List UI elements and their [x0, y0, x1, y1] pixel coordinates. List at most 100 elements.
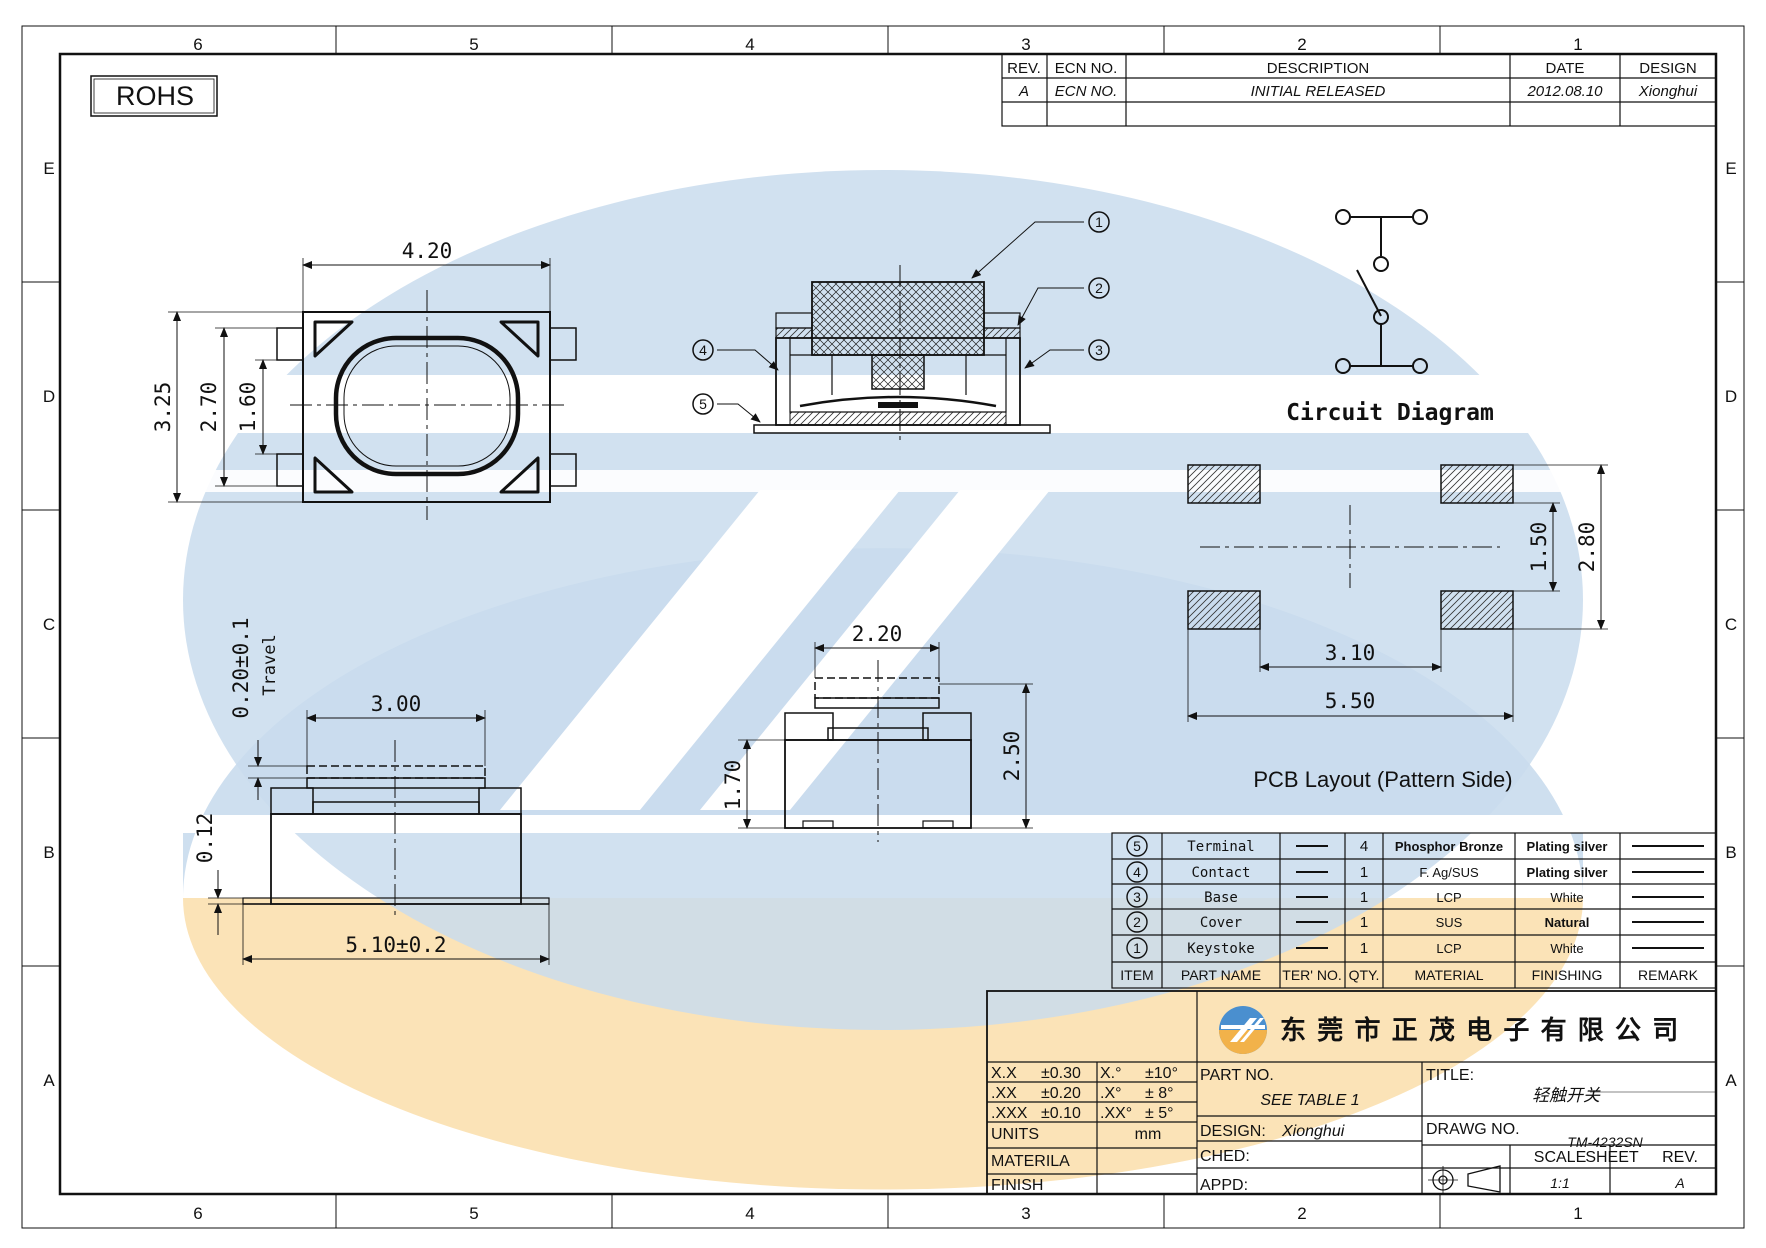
bom-material: SUS: [1436, 915, 1463, 930]
company-logo: [1219, 1006, 1267, 1054]
tol-2-key: .XX: [991, 1085, 1017, 1102]
dim-width-4-20: 4.20: [402, 239, 453, 263]
tol-1-val: ±0.30: [1041, 1065, 1081, 1082]
bom-header: QTY.: [1349, 967, 1380, 983]
bom-item-circle: [1126, 911, 1148, 933]
part-no-label: PART NO.: [1200, 1067, 1274, 1084]
drawing-no-label: DRAWG NO.: [1426, 1121, 1520, 1138]
zone-label-left: C: [43, 615, 55, 634]
zone-label-top: 5: [469, 35, 478, 54]
bom-item-circle: [1126, 886, 1148, 908]
center-side-dims: 2.20 1.70 2.50: [721, 622, 1024, 810]
zone-label-left: A: [43, 1071, 55, 1090]
dim-height-3-25: 3.25: [151, 382, 175, 433]
bom-material: LCP: [1436, 941, 1461, 956]
revision-table: [1001, 53, 1717, 127]
bom-material: LCP: [1436, 890, 1461, 905]
drawing-frame: [21, 25, 1745, 1229]
zone-label-bottom: 4: [745, 1204, 754, 1223]
callout-1: 1: [1095, 214, 1103, 230]
callout-2: 2: [1095, 280, 1103, 296]
dim-3-00: 3.00: [371, 692, 422, 716]
zone-label-top: 1: [1573, 35, 1582, 54]
tol-2-angle-val: ± 8°: [1145, 1085, 1174, 1102]
bom-part-name: Contact: [1191, 865, 1250, 881]
left-side-view: [208, 710, 550, 965]
dim-pcb-1-50: 1.50: [1527, 522, 1551, 573]
company-name: 东 莞 市 正 茂 电 子 有 限 公 司: [1280, 1015, 1680, 1045]
bom-item: 5: [1133, 838, 1141, 854]
dim-height-1-60: 1.60: [236, 382, 260, 433]
dim-pcb-3-10: 3.10: [1325, 641, 1376, 665]
bom-qty: 1: [1360, 889, 1368, 906]
description-value: INITIAL RELEASED: [1251, 83, 1386, 100]
units-label: UNITS: [991, 1126, 1039, 1143]
bom-qty: 4: [1360, 838, 1368, 855]
tol-2-angle-key: .X°: [1100, 1085, 1122, 1102]
bom-header: ITEM: [1120, 967, 1153, 983]
tol-1-angle-key: X.°: [1100, 1065, 1122, 1082]
zone-label-top: 2: [1297, 35, 1306, 54]
rev-value: A: [1018, 83, 1029, 100]
ecn-value: ECN NO.: [1055, 83, 1118, 100]
bom-qty: 1: [1360, 914, 1368, 931]
bom-table: [1111, 832, 1717, 989]
dim-travel: 0.20±0.1: [229, 617, 253, 718]
dim-1-70: 1.70: [721, 760, 745, 811]
dim-2-20: 2.20: [852, 622, 903, 646]
tol-3-angle-key: .XX°: [1100, 1105, 1132, 1122]
rev-header: REV.: [1007, 60, 1041, 77]
tol-2-val: ±0.20: [1041, 1085, 1081, 1102]
approved-label: APPD:: [1200, 1177, 1248, 1194]
design-value: Xionghui: [1281, 1123, 1345, 1140]
bom-header: MATERIAL: [1415, 967, 1484, 983]
part-no-value: SEE TABLE 1: [1260, 1092, 1359, 1109]
bom-item-circle: [1126, 937, 1148, 959]
zone-label-right: C: [1725, 615, 1737, 634]
zone-label-right: B: [1725, 843, 1736, 862]
bom-header: TER' NO.: [1282, 967, 1341, 983]
zone-label-bottom: 1: [1573, 1204, 1582, 1223]
bom-finishing: Natural: [1545, 915, 1590, 930]
callout-5: 5: [699, 396, 707, 412]
zone-label-left: D: [43, 387, 55, 406]
bom-part-name: Keystoke: [1187, 941, 1254, 957]
material-label: MATERILA: [991, 1153, 1070, 1170]
tol-3-val: ±0.10: [1041, 1105, 1081, 1122]
zone-label-top: 6: [193, 35, 202, 54]
zone-label-right: E: [1725, 159, 1736, 178]
callout-4: 4: [699, 342, 707, 358]
zone-label-right: A: [1725, 1071, 1737, 1090]
bom-finishing: Plating silver: [1527, 865, 1608, 880]
section-view: [692, 211, 1110, 445]
dim-pcb-2-80: 2.80: [1575, 522, 1599, 573]
tol-1-key: X.X: [991, 1065, 1017, 1082]
circuit-diagram: [1335, 209, 1428, 374]
sheet-label: SHEET: [1585, 1149, 1639, 1166]
date-header: DATE: [1546, 60, 1585, 77]
bom-item-circle: [1126, 861, 1148, 883]
travel-label: Travel: [260, 634, 280, 695]
bom-part-name: Base: [1204, 890, 1238, 906]
checked-label: CHED:: [1200, 1148, 1250, 1165]
zone-label-top: 3: [1021, 35, 1030, 54]
company-watermark: [183, 170, 1583, 1190]
design-header: DESIGN: [1639, 60, 1697, 77]
zone-label-bottom: 2: [1297, 1204, 1306, 1223]
design-label: DESIGN:: [1200, 1123, 1266, 1140]
bom-item: 2: [1133, 914, 1141, 930]
circuit-diagram-title: Circuit Diagram: [1286, 400, 1494, 426]
callout-3: 3: [1095, 342, 1103, 358]
bom-material: F. Ag/SUS: [1419, 865, 1479, 880]
rohs-label: ROHS: [116, 81, 194, 111]
pcb-layout-title: PCB Layout (Pattern Side): [1253, 767, 1512, 792]
bom-finishing: White: [1550, 890, 1583, 905]
scale-label: SCALE: [1534, 1149, 1586, 1166]
finish-label: FINISH: [991, 1177, 1043, 1194]
revision-table-text: REV. ECN NO. DESCRIPTION DATE DESIGN A E…: [1007, 60, 1698, 100]
zone-label-bottom: 3: [1021, 1204, 1030, 1223]
